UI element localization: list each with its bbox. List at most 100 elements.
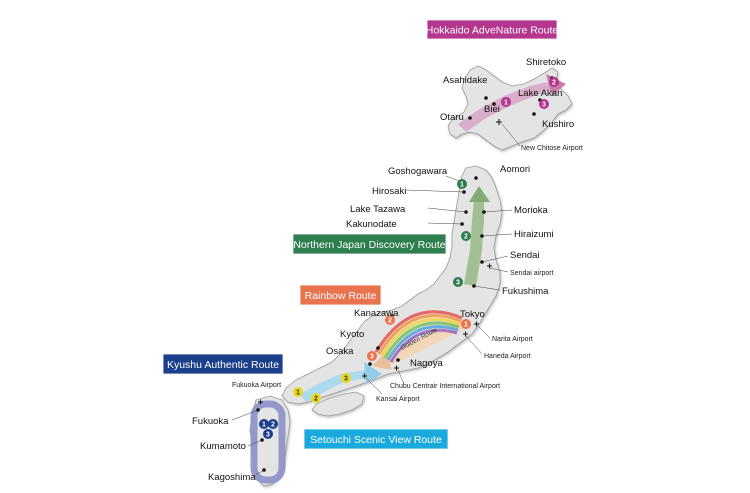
leader-fukuoka [231, 409, 259, 421]
leader-lake-tazawa [427, 207, 467, 213]
label-sendai: Sendai [510, 250, 540, 261]
label-lake-tazawa: Lake Tazawa [350, 204, 406, 215]
rainbow-band-violet [389, 328, 458, 363]
northern-arrow-body [464, 200, 484, 286]
city-dot-otaru [468, 116, 472, 120]
leader-hiraizumi [481, 233, 513, 237]
leader-narita [477, 325, 491, 339]
leader-kansai [365, 377, 383, 395]
badge-northern-1 [457, 179, 467, 189]
kyushu-loop-band [250, 400, 286, 484]
badge-kyushu-3 [263, 429, 273, 439]
kyushu-route-box [162, 353, 284, 375]
label-haneda-airport: Haneda Airport [484, 353, 531, 360]
leader-sendai-airport [489, 267, 509, 273]
badge-northern-3 [453, 277, 463, 287]
label-kumamoto: Kumamoto [200, 441, 246, 452]
leader-fukushima [473, 285, 501, 291]
badge-rainbow-2-label: 2 [388, 318, 392, 325]
airport-icon-sendai [487, 263, 492, 269]
leader-lines [231, 123, 521, 477]
label-nagoya: Nagoya [410, 358, 443, 369]
badge-hokkaido-2 [549, 77, 559, 87]
label-hirosaki: Hirosaki [372, 186, 406, 197]
badge-rainbow-3-label: 3 [370, 354, 374, 361]
hokkaido-route-title: Hokkaido AdveNature Route [426, 25, 559, 37]
northern-route-arrow [464, 186, 490, 286]
airport-icon-fukuoka [258, 399, 263, 405]
leader-sendai [481, 255, 509, 263]
rainbow-route-arc [374, 310, 463, 363]
badge-setouchi-1 [293, 387, 303, 397]
leader-hirosaki [405, 189, 465, 193]
rainbow-route-title: Rainbow Route [305, 290, 377, 302]
leader-kagoshima [253, 469, 265, 477]
label-lake-akan: Lake Akan [518, 88, 562, 99]
label-new-chitose-airport: New Chitose Airport [521, 145, 583, 152]
city-dot-asahidake [484, 96, 488, 100]
airport-icon-kansai [362, 373, 367, 379]
badge-northern-2-label: 2 [464, 234, 468, 241]
city-dot-nagoya [396, 358, 400, 362]
leader-new-chitose [501, 123, 521, 147]
label-shiretoko: Shiretoko [526, 57, 566, 68]
label-goshogawara: Goshogawara [388, 166, 448, 177]
leader-kakunodate [427, 222, 463, 225]
badge-hokkaido-3-label: 3 [542, 102, 546, 109]
badge-setouchi-1-label: 1 [296, 390, 300, 397]
badge-kyushu-3-label: 3 [266, 432, 270, 439]
label-kushiro: Kushiro [542, 119, 574, 130]
label-kagoshima: Kagoshima [208, 472, 256, 483]
badge-rainbow-2 [385, 315, 395, 325]
leader-chubu [397, 369, 405, 385]
badge-kyushu-1-label: 1 [262, 422, 266, 429]
label-tokyo: Tokyo [460, 309, 485, 320]
label-kansai-airport: Kansai Airport [376, 396, 420, 403]
label-kyoto: Kyoto [340, 329, 364, 340]
city-dot-osaka [368, 362, 372, 366]
city-dot-kyoto [376, 346, 380, 350]
badge-northern-1-label: 1 [460, 182, 464, 189]
badge-kyushu-1 [259, 419, 269, 429]
northern-arrow-head [469, 186, 490, 202]
badge-hokkaido-1-label: 1 [504, 100, 508, 107]
kyushu-route-loop [250, 400, 286, 484]
northern-route-box [292, 233, 447, 255]
badge-hokkaido-1 [501, 97, 511, 107]
airport-markers [258, 119, 502, 405]
label-osaka: Osaka [326, 346, 354, 357]
airport-icon-haneda [463, 331, 468, 337]
leader-morioka [483, 209, 513, 213]
rainbow-band-yellow [380, 317, 461, 357]
rainbow-route-box [299, 284, 382, 306]
badge-setouchi-2-label: 2 [314, 396, 318, 403]
badge-rainbow-3 [367, 351, 377, 361]
airport-icon-chubu [394, 365, 399, 371]
label-fukushima: Fukushima [502, 286, 549, 297]
kyushu-route-title: Kyushu Authentic Route [167, 359, 279, 371]
northern-route-title: Northern Japan Discovery Route [293, 239, 445, 251]
badge-rainbow-1-label: 1 [464, 322, 468, 329]
badge-hokkaido-2-label: 2 [552, 80, 556, 87]
rainbow-band-red [374, 310, 463, 353]
rainbow-band-orange [377, 314, 462, 355]
label-sendai-airport: Sendai airport [510, 270, 554, 277]
city-dot-kushiro [532, 112, 536, 116]
badge-northern-2 [461, 231, 471, 241]
rainbow-band-green [383, 321, 460, 359]
label-morioka: Morioka [514, 205, 549, 216]
label-narita-airport: Narita Airport [492, 336, 533, 343]
label-chubu-airport: Chubu Centrair International Airport [390, 383, 500, 390]
badge-northern-3-label: 3 [456, 280, 460, 287]
setouchi-arrow-head [364, 362, 382, 384]
badge-setouchi-3-label: 3 [344, 376, 348, 383]
label-kakunodate: Kakunodate [346, 219, 397, 230]
label-asahidake: Asahidake [443, 75, 487, 86]
badge-setouchi-3 [341, 373, 351, 383]
leader-haneda [465, 335, 483, 355]
setouchi-route-title: Setouchi Scenic View Route [310, 434, 442, 446]
badge-hokkaido-3 [539, 99, 549, 109]
label-aomori: Aomori [500, 164, 530, 175]
place-labels: Shiretoko Asahidake Lake Akan Biei Otaru… [192, 57, 583, 483]
